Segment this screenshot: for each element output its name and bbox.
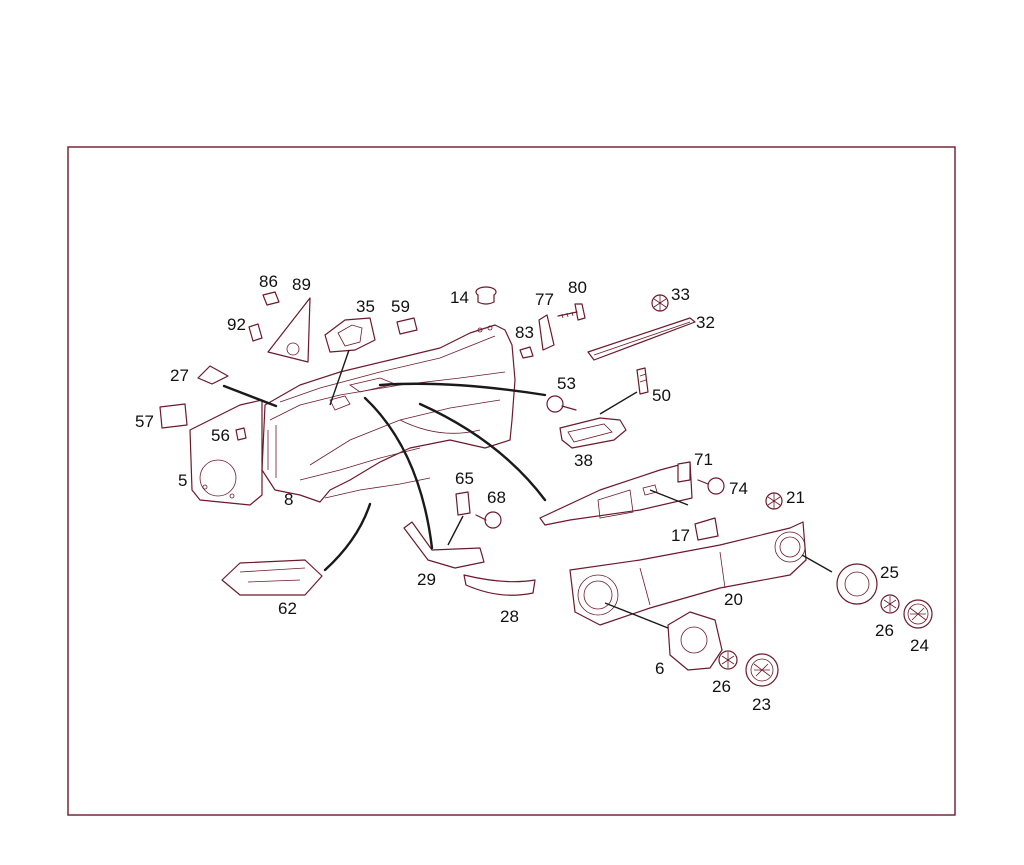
inner-handle-38 (559, 417, 627, 449)
callout-59: 59 (391, 297, 410, 316)
pad-57 (159, 403, 188, 429)
cover-27 (197, 365, 229, 385)
handle-bezel-35 (324, 317, 376, 353)
callout-27: 27 (170, 366, 189, 385)
armrest-cover (539, 461, 693, 526)
door-trim-panel (261, 324, 516, 503)
clip-65 (455, 491, 471, 516)
callout-33: 33 (671, 285, 690, 304)
screw-74 (697, 477, 725, 495)
callout-5: 5 (178, 471, 187, 490)
callout-23: 23 (752, 695, 771, 714)
callout-62: 62 (278, 599, 297, 618)
leader-arrow (418, 402, 547, 502)
clip-56 (235, 427, 247, 441)
clip-17 (694, 517, 719, 541)
leader-arrow (599, 391, 638, 415)
callout-92: 92 (227, 315, 246, 334)
grille-26a (880, 594, 900, 614)
leader-arrow (604, 602, 669, 629)
clip-83 (519, 346, 534, 359)
callout-6: 6 (655, 659, 664, 678)
callout-17: 17 (671, 526, 690, 545)
clip-86 (262, 291, 280, 306)
clip-50 (636, 367, 649, 395)
door-shell (189, 399, 263, 506)
screw-80 (557, 303, 586, 321)
callout-50: 50 (652, 386, 671, 405)
callout-53: 53 (557, 374, 576, 393)
callout-77: 77 (535, 290, 554, 309)
leader-arrow (363, 396, 434, 550)
callout-26a: 26 (875, 621, 894, 640)
callout-8: 8 (284, 490, 293, 509)
speaker-ring-6 (667, 611, 723, 671)
callout-80: 80 (568, 278, 587, 297)
screw-68 (475, 511, 502, 529)
grille-26b (718, 650, 738, 670)
leader-arrow (378, 382, 547, 397)
callout-26b: 26 (712, 677, 731, 696)
clip-21 (765, 492, 783, 510)
weatherstrip-32 (587, 317, 696, 361)
diagram-frame (67, 146, 956, 816)
pull-handle-29 (403, 521, 485, 569)
clip-92 (248, 323, 263, 342)
callout-71: 71 (694, 450, 713, 469)
callout-57: 57 (135, 412, 154, 431)
trim-strip-28 (463, 574, 536, 596)
leader-arrow (222, 384, 278, 408)
bracket-71 (677, 461, 691, 483)
grille-23 (745, 653, 779, 687)
ring-25 (836, 563, 878, 605)
callout-56: 56 (211, 426, 230, 445)
leader-arrow (329, 349, 350, 406)
leader-arrow (323, 502, 372, 572)
callout-74: 74 (729, 479, 748, 498)
leader-arrow (801, 554, 833, 573)
plug-14 (475, 286, 497, 305)
callout-83: 83 (515, 323, 534, 342)
callout-14: 14 (450, 288, 469, 307)
leader-arrow (447, 515, 464, 546)
callout-86: 86 (259, 272, 278, 291)
callout-20: 20 (724, 590, 743, 609)
pocket-62 (221, 559, 323, 596)
grille-24 (903, 599, 933, 629)
callout-24: 24 (910, 636, 929, 655)
callout-25: 25 (880, 563, 899, 582)
callout-68: 68 (487, 488, 506, 507)
clip-33 (651, 294, 669, 312)
callout-29: 29 (417, 570, 436, 589)
callout-65: 65 (455, 469, 474, 488)
callout-35: 35 (356, 297, 375, 316)
screw-53 (546, 395, 577, 413)
lower-trim-panel (569, 521, 807, 626)
callout-89: 89 (292, 275, 311, 294)
callout-21: 21 (786, 488, 805, 507)
switch-59 (396, 317, 418, 335)
bracket-77 (538, 314, 555, 351)
callout-28: 28 (500, 607, 519, 626)
mirror-triangle-89 (267, 297, 311, 363)
callout-38: 38 (574, 451, 593, 470)
leader-arrow (649, 489, 689, 506)
callout-32: 32 (696, 313, 715, 332)
